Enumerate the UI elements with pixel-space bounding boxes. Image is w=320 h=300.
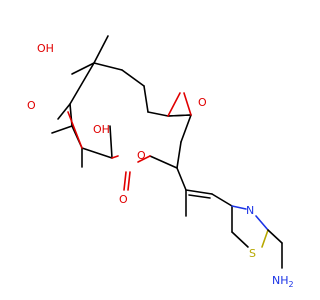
bond: [93, 62, 123, 71]
bond: [176, 167, 187, 191]
bond: [267, 229, 283, 244]
bond: [69, 62, 95, 105]
bond: [188, 194, 211, 199]
bond: [167, 114, 192, 117]
amine-text: NH: [272, 274, 289, 287]
atom-label-amine: NH2: [272, 274, 294, 289]
bond: [167, 92, 181, 117]
bond: [67, 111, 83, 149]
bond: [51, 125, 73, 134]
atom-label-hydroxyl-top: OH: [37, 42, 54, 55]
atom-label-carbonyl-oxygen: O: [119, 193, 128, 206]
bond: [121, 69, 145, 87]
bond: [57, 103, 71, 120]
bond: [111, 155, 119, 159]
thiazole-side-chain: [176, 167, 283, 269]
atom-label-epoxide-oxygen: O: [198, 96, 207, 109]
bond: [109, 125, 113, 159]
atom-label-thiazole-sulfur: S: [249, 247, 256, 260]
bond: [211, 193, 233, 207]
atom-label-hydroxyl-mid: OH: [93, 123, 110, 136]
bond: [180, 114, 192, 143]
epoxide-ring: [167, 92, 192, 117]
atom-label-thiazole-nitrogen: N: [246, 204, 254, 217]
bond: [183, 92, 192, 116]
amine-subscript: 2: [289, 280, 294, 289]
bond: [147, 111, 169, 117]
macrocycle-ring: [51, 35, 192, 169]
bond: [149, 155, 178, 169]
atom-labels: OH O OH O O O N S NH2: [27, 42, 294, 289]
bond: [255, 215, 269, 231]
bond: [137, 155, 151, 163]
bond: [231, 205, 247, 210]
bond: [71, 62, 95, 75]
bond: [231, 231, 249, 248]
bond: [127, 171, 131, 191]
bond: [176, 141, 182, 169]
atom-label-ester-oxygen: O: [137, 149, 146, 162]
bond: [81, 147, 113, 159]
bond: [143, 85, 149, 113]
bond: [185, 189, 213, 195]
atom-label-ketone-oxygen: O: [27, 99, 36, 112]
bond: [93, 35, 109, 64]
bond: [261, 229, 269, 248]
ring-heteroatom-bonds: [67, 111, 151, 191]
bond: [123, 171, 127, 191]
molecule-structure-diagram: OH O OH O O O N S NH2: [27, 35, 294, 289]
